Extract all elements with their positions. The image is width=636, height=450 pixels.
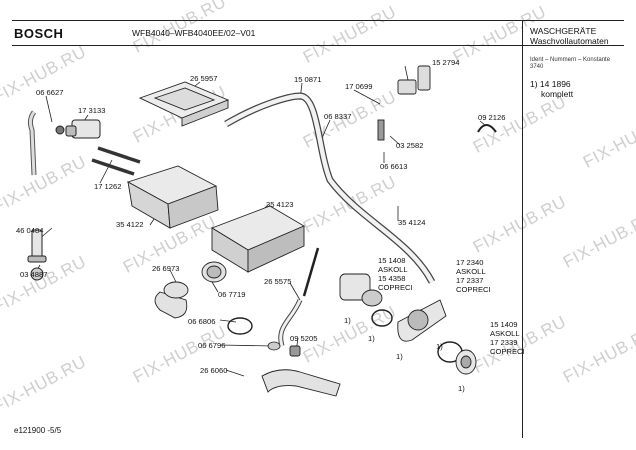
footnote-marker: 1)	[396, 352, 403, 361]
footnote-marker: 1)	[436, 342, 443, 351]
part-label: 09 5205	[290, 334, 318, 343]
part-label: 17 2337	[456, 276, 484, 285]
part-label: 35 4123	[266, 200, 294, 209]
brand-logo: BOSCH	[14, 26, 64, 41]
category-line-1: WASCHGERÄTE	[530, 26, 597, 36]
footnote-marker: 1)	[344, 316, 351, 325]
supplier-label: COPRECI	[378, 283, 413, 292]
document-id: e121900 -5/5	[14, 426, 61, 435]
part-label: 17 2340	[456, 258, 484, 267]
part-label: 26 6973	[152, 264, 180, 273]
part-label: 06 6796	[198, 341, 226, 350]
footnote-marker: 1)	[458, 384, 465, 393]
category-line-2: Waschvollautomaten	[530, 36, 609, 46]
header-divider	[12, 45, 624, 46]
part-label: 17 2339	[490, 338, 518, 347]
part-label: 17 1262	[94, 182, 122, 191]
part-label: 15 0871	[294, 75, 322, 84]
supplier-label: ASKOLL	[490, 329, 520, 338]
part-label: 03 2582	[396, 141, 424, 150]
top-border	[12, 20, 624, 21]
ident-value: 3740	[530, 64, 544, 70]
part-label: 17 3133	[78, 106, 106, 115]
part-label: 46 0484	[16, 226, 44, 235]
part-label: 35 4122	[116, 220, 144, 229]
pump-right-labels: 15 1409 ASKOLL 17 2339 COPRECI	[490, 320, 525, 356]
supplier-label: COPRECI	[456, 285, 491, 294]
part-label: 15 1408	[378, 256, 406, 265]
doc-id-text: e121900	[14, 426, 46, 435]
part-label: 06 8337	[324, 112, 352, 121]
footnote-number: 1) 14 1896	[530, 79, 571, 89]
part-label: 26 5957	[190, 74, 218, 83]
part-label: 15 2794	[432, 58, 460, 67]
part-label: 06 7719	[218, 290, 246, 299]
model-number: WFB4040–WFB4040EE/02–V01	[132, 28, 256, 38]
pump-mid-labels: 17 2340 ASKOLL 17 2337 COPRECI	[456, 258, 491, 294]
supplier-label: ASKOLL	[456, 267, 486, 276]
part-label: 35 4124	[398, 218, 426, 227]
supplier-label: COPRECI	[490, 347, 525, 356]
ident-label: Ident – Nummern – Konstante	[530, 57, 611, 63]
footnote-marker: 1)	[368, 334, 375, 343]
footnote-text: komplett	[541, 89, 574, 99]
part-label: 15 1409	[490, 320, 518, 329]
part-label: 03 4887	[20, 270, 48, 279]
part-label: 06 6806	[188, 317, 216, 326]
part-label: 06 6613	[380, 162, 408, 171]
part-label: 09 2126	[478, 113, 506, 122]
part-label: 15 4358	[378, 274, 406, 283]
part-label: 26 5575	[264, 277, 292, 286]
part-label: 06 6627	[36, 88, 64, 97]
supplier-label: ASKOLL	[378, 265, 408, 274]
part-label: 17 0699	[345, 82, 373, 91]
pump-left-labels: 15 1408 ASKOLL 15 4358 COPRECI	[378, 256, 413, 292]
page-indicator: -5/5	[47, 426, 62, 435]
side-panel-divider	[522, 20, 523, 438]
part-label: 26 6060	[200, 366, 228, 375]
